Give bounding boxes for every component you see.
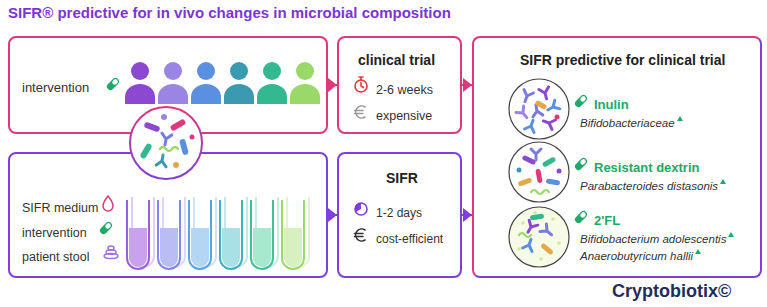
text-slot: clinical trial	[358, 51, 435, 69]
arrowhead	[328, 78, 337, 92]
text-slot: Parabacteroides distasonis	[580, 176, 726, 194]
euro-icon	[355, 106, 366, 118]
text-slot: Anaerobutyricum hallii	[580, 246, 701, 264]
pill-icon	[99, 221, 114, 236]
text-slot: intervention	[22, 78, 89, 96]
result-panel: SIFR predictive for clinical trialInulin…	[472, 36, 762, 278]
arrowhead	[463, 78, 472, 92]
text-slot: expensive	[376, 106, 432, 124]
node-label: 2-6 weeks	[376, 83, 433, 97]
arrowhead	[463, 208, 472, 222]
node-label: intervention	[22, 80, 89, 95]
result-row: Resistant dextrinParabacteroides distaso…	[507, 143, 759, 205]
intervention-name: Inulin	[594, 97, 629, 112]
text-slot: SIFR	[386, 169, 418, 187]
node-label: expensive	[376, 109, 432, 123]
arrowhead	[328, 208, 337, 222]
people-icons	[125, 62, 320, 104]
text-slot: 2'FL	[594, 211, 620, 229]
pill-icon	[574, 210, 589, 225]
diagram-title: SIFR® predictive for in vivo changes in …	[8, 4, 451, 21]
test-tubes	[127, 197, 309, 269]
taxon-name: Parabacteroides distasonis	[580, 180, 726, 192]
text-slot: SIFR predictive for clinical trial	[520, 51, 725, 69]
node-label: intervention	[22, 226, 87, 240]
node-label: 1-2 days	[376, 206, 422, 220]
connector-arrow	[328, 78, 337, 92]
intervention-name: Resistant dextrin	[594, 160, 699, 175]
microbe-circle	[509, 142, 569, 202]
text-slot: cost-efficient	[376, 229, 443, 247]
connector-arrow	[328, 208, 337, 222]
box-heading: SIFR predictive for clinical trial	[520, 52, 725, 68]
result-row: 2'FL Bifidobacterium adolescentisAnaerobu…	[507, 205, 759, 275]
pill-icon	[574, 157, 589, 172]
text-slot: patient stool	[22, 247, 89, 265]
microbe-circle	[509, 207, 569, 267]
text-slot: 1-2 days	[376, 203, 422, 221]
taxon-name: Bifidobacterium adolescentis	[580, 233, 734, 245]
drop-icon	[103, 196, 113, 211]
node-label: SIFR medium	[22, 201, 98, 215]
taxon-name: Bifidobacteriaceae	[580, 117, 683, 129]
clinical-trial-box: clinical trial 2-6 weeks expensive	[337, 36, 462, 134]
text-slot: Resistant dextrin	[594, 158, 699, 176]
logo-text: Cryptobiotix©	[612, 281, 731, 301]
node-label: cost-efficient	[376, 232, 443, 246]
intervention-name: 2'FL	[594, 213, 620, 228]
pill-icon	[106, 77, 121, 92]
text-slot: Inulin	[594, 95, 629, 113]
pill-icon	[574, 94, 589, 109]
euro-icon	[355, 229, 366, 241]
pie-icon	[355, 203, 367, 215]
microbe-circle	[130, 107, 202, 179]
box-heading: clinical trial	[358, 52, 435, 68]
result-row: InulinBifidobacteriaceae	[507, 80, 759, 142]
text-slot: intervention	[22, 223, 87, 241]
text-slot: Bifidobacterium adolescentis	[580, 229, 734, 247]
taxon-name: Anaerobutyricum hallii	[580, 250, 701, 262]
stool-icon	[104, 246, 118, 259]
sifr-box: SIFR 1-2 days cost-efficient	[337, 152, 462, 278]
node-label: patient stool	[22, 250, 89, 264]
text-slot: 2-6 weeks	[376, 80, 433, 98]
text-slot: Cryptobiotix©	[612, 281, 731, 302]
text-slot: Bifidobacteriaceae	[580, 113, 683, 131]
box-heading: SIFR	[386, 170, 418, 186]
timer-icon	[355, 77, 367, 92]
connector-arrow	[462, 78, 472, 92]
connector-arrow	[462, 208, 472, 222]
text-slot: SIFR medium	[22, 198, 98, 216]
microbe-circle	[509, 79, 569, 139]
text-slot: SIFR® predictive for in vivo changes in …	[8, 4, 451, 22]
